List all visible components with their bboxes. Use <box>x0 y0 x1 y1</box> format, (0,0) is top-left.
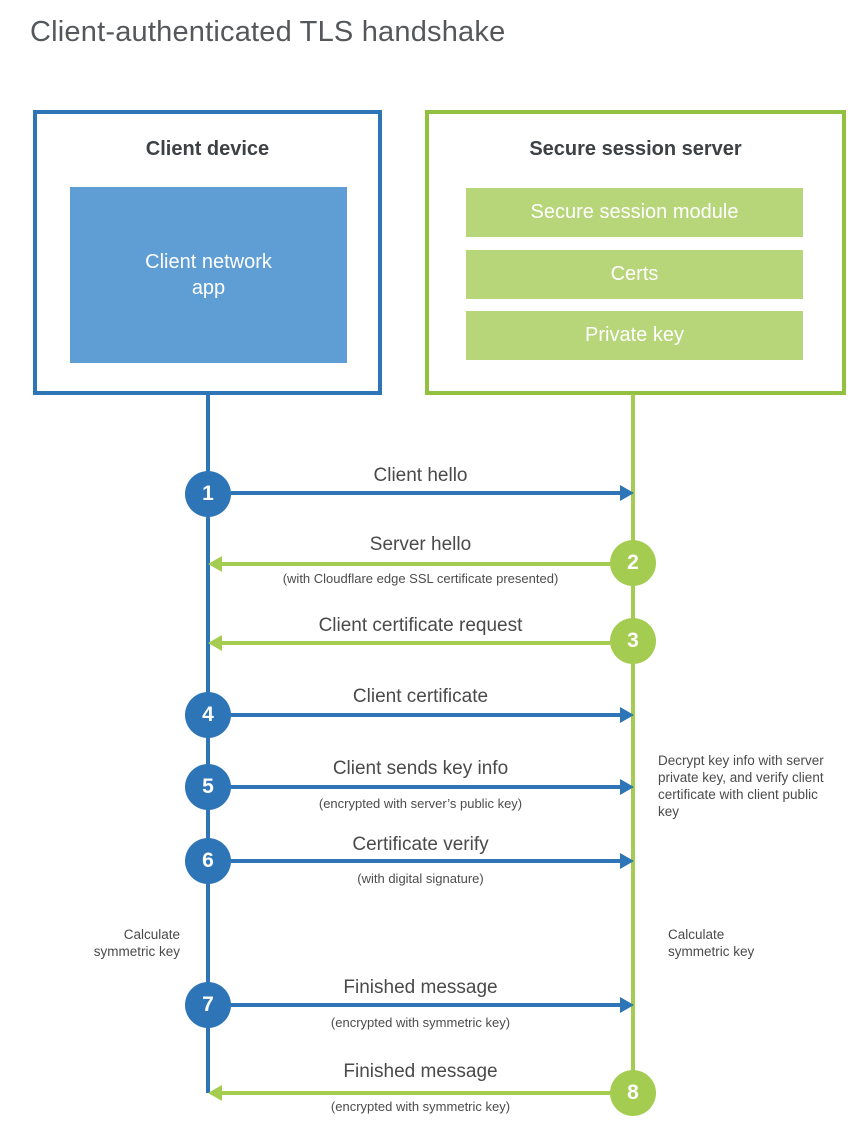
step-5-arrow-right <box>231 779 634 795</box>
step-3-label: Client certificate request <box>318 615 523 636</box>
step-2-number: 2 <box>627 551 639 574</box>
step-8-number: 8 <box>627 1081 639 1104</box>
step-5-number: 5 <box>202 775 214 798</box>
step-1-label: Client hello <box>373 465 468 486</box>
step-2-arrow-left <box>208 556 610 572</box>
step-3-number: 3 <box>627 629 639 652</box>
client-device-title: Client device <box>145 138 270 160</box>
step-4-number: 4 <box>202 703 214 726</box>
step-7-circle: 7 <box>185 982 231 1028</box>
step-4-arrow-right <box>231 707 634 723</box>
step-1-arrow-right <box>231 485 634 501</box>
step-5-label: Client sends key info <box>332 758 509 779</box>
step-8-circle: 8 <box>610 1070 656 1116</box>
client-network-app-label: Client network app <box>145 251 272 299</box>
step-6-circle: 6 <box>185 838 231 884</box>
step-2-sublabel: (with Cloudflare edge SSL certificate pr… <box>282 571 559 586</box>
step-5-sublabel: (encrypted with server’s public key) <box>318 796 523 811</box>
step-8-sublabel: (encrypted with symmetric key) <box>330 1099 511 1114</box>
calculate-symmetric-key-note-server: Calculate symmetric key <box>668 927 755 959</box>
client-lifeline <box>206 394 210 1093</box>
step-2-label: Server hello <box>369 534 472 555</box>
page-title: Client-authenticated TLS handshake <box>30 16 506 48</box>
calculate-symmetric-key-note-client: Calculate symmetric key <box>93 927 180 959</box>
step-7-sublabel: (encrypted with symmetric key) <box>330 1015 511 1030</box>
step-4-circle: 4 <box>185 692 231 738</box>
step-8-arrow-left <box>208 1085 610 1101</box>
decrypt-note: Decrypt key info with server private key… <box>658 753 824 819</box>
secure-session-server-title: Secure session server <box>529 138 742 160</box>
server-module-private-key: Private key <box>466 311 803 360</box>
step-6-label: Certificate verify <box>352 834 489 855</box>
step-8-label: Finished message <box>343 1061 498 1082</box>
step-1-number: 1 <box>202 482 214 505</box>
step-7-arrow-right <box>231 997 634 1013</box>
step-3-arrow-left <box>208 635 610 651</box>
step-1-circle: 1 <box>185 471 231 517</box>
step-6-number: 6 <box>202 849 214 872</box>
server-module-secure-session: Secure session module <box>466 188 803 237</box>
step-5-circle: 5 <box>185 764 231 810</box>
step-2-circle: 2 <box>610 540 656 586</box>
server-lifeline <box>631 394 635 1093</box>
step-3-circle: 3 <box>610 618 656 664</box>
step-4-label: Client certificate <box>352 686 489 707</box>
server-module-certs: Certs <box>466 250 803 299</box>
client-network-app-box: Client network app <box>70 187 347 363</box>
step-6-sublabel: (with digital signature) <box>357 871 484 886</box>
step-7-label: Finished message <box>343 977 498 998</box>
step-7-number: 7 <box>202 993 214 1016</box>
step-6-arrow-right <box>231 853 634 869</box>
